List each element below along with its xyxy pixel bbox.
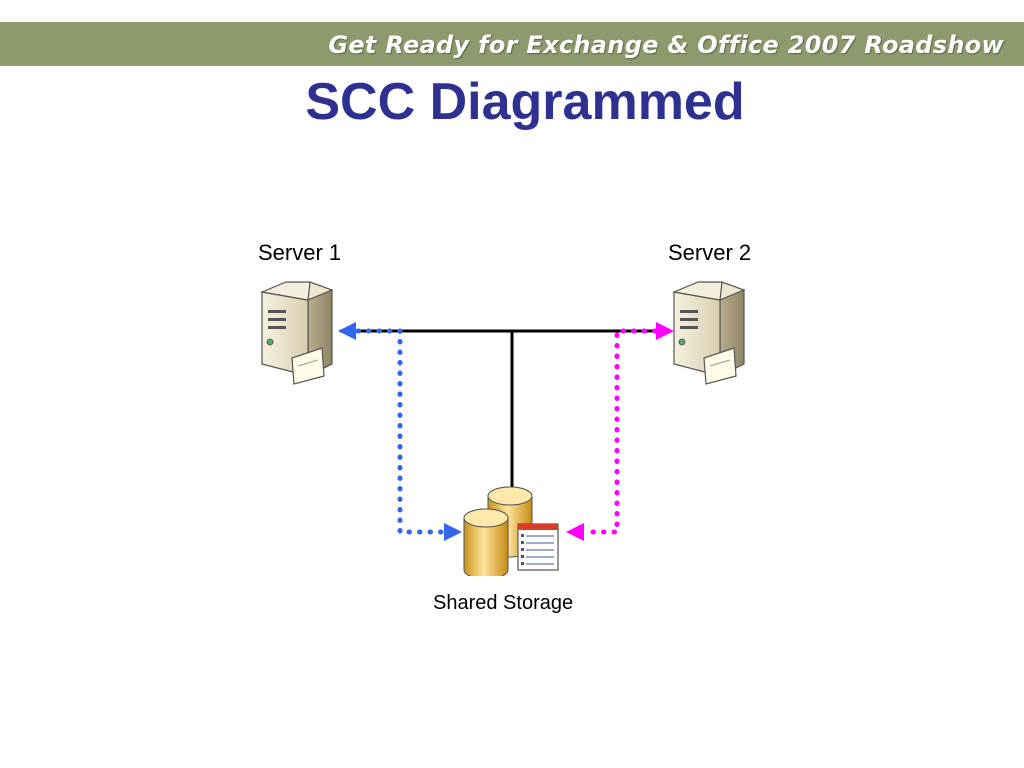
storage-magenta-arrowhead: [566, 523, 584, 541]
database-icon: [463, 486, 559, 576]
header-banner-text: Get Ready for Exchange & Office 2007 Roa…: [328, 31, 1004, 59]
server2-storage-link: [581, 328, 658, 535]
server-tower-icon: [261, 281, 333, 385]
server1-storage-link: [355, 328, 449, 535]
server2-label: Server 2: [668, 240, 752, 265]
server-tower-icon: [673, 281, 745, 385]
header-bar: Get Ready for Exchange & Office 2007 Roa…: [0, 22, 1024, 66]
slide-title: SCC Diagrammed: [305, 73, 745, 131]
shared-storage-label: Shared Storage: [433, 592, 574, 614]
storage-blue-arrowhead: [444, 523, 462, 541]
server1-arrowhead: [338, 322, 356, 340]
server2-arrowhead: [656, 322, 674, 340]
server1-label: Server 1: [258, 240, 342, 265]
